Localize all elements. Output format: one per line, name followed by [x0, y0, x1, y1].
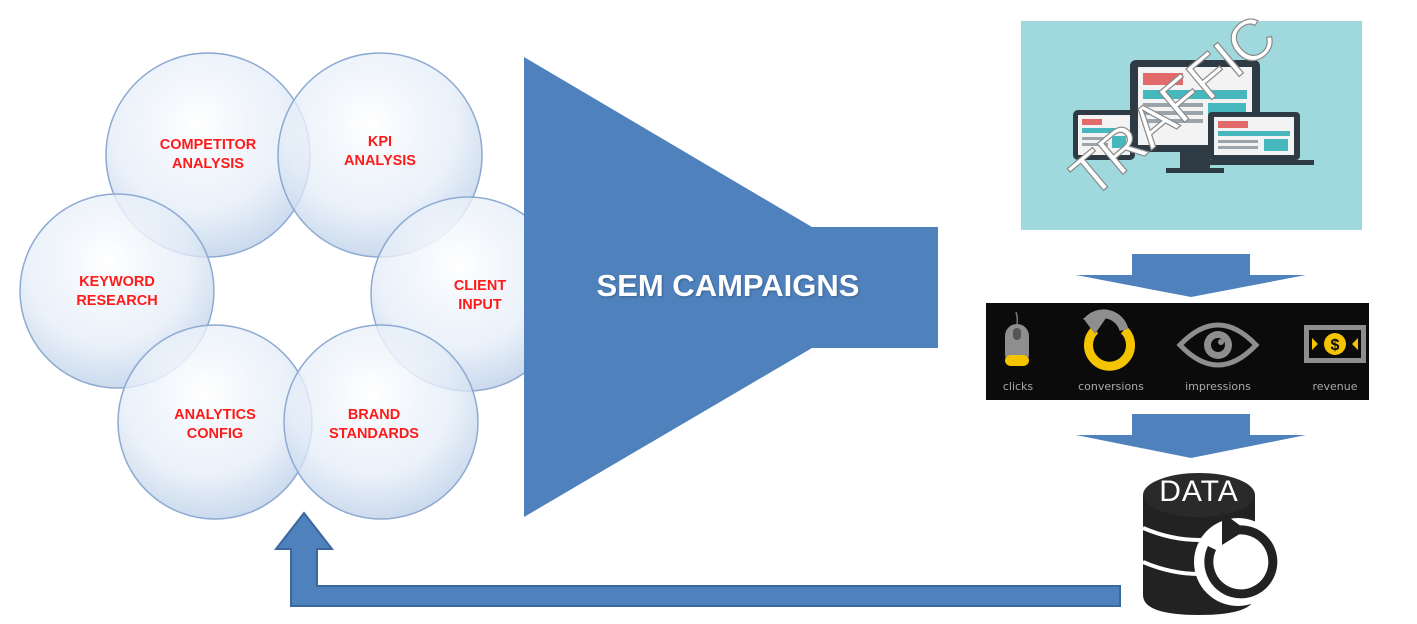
sem-funnel — [524, 57, 938, 517]
traffic-illustration: TRAFFIC — [1021, 2, 1362, 230]
eye-icon — [1176, 322, 1260, 368]
metric-label-revenue: revenue — [1312, 380, 1358, 393]
feedback-arrow — [273, 511, 1121, 607]
down-arrow-2 — [1076, 414, 1306, 458]
dollar-bill-icon: $ — [1304, 325, 1366, 363]
metric-label-impressions: impressions — [1185, 380, 1251, 393]
input-circles — [19, 52, 566, 520]
circle-brand — [283, 324, 479, 520]
mouse-icon — [1005, 311, 1029, 366]
data-label: DATA — [1159, 475, 1239, 508]
down-arrow-1 — [1076, 254, 1306, 297]
sem-campaigns-label: SEM CAMPAIGNS — [596, 268, 860, 303]
cycle-arrow-icon — [1083, 309, 1135, 371]
metric-label-clicks: clicks — [1002, 380, 1034, 393]
refresh-icon — [1194, 512, 1282, 606]
svg-text:$: $ — [1331, 337, 1340, 354]
metrics-panel: $ — [986, 303, 1369, 400]
metric-label-conversions: conversions — [1078, 380, 1144, 393]
